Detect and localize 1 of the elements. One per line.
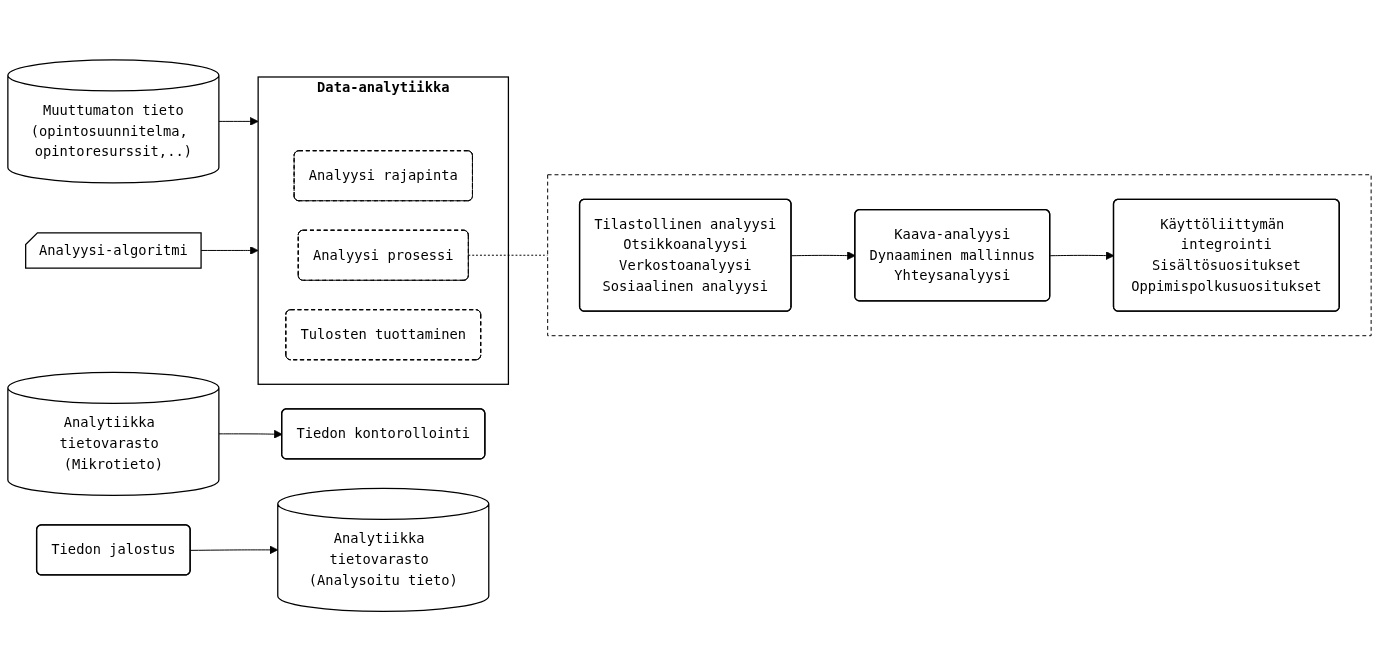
- cluster: [547, 174, 1372, 337]
